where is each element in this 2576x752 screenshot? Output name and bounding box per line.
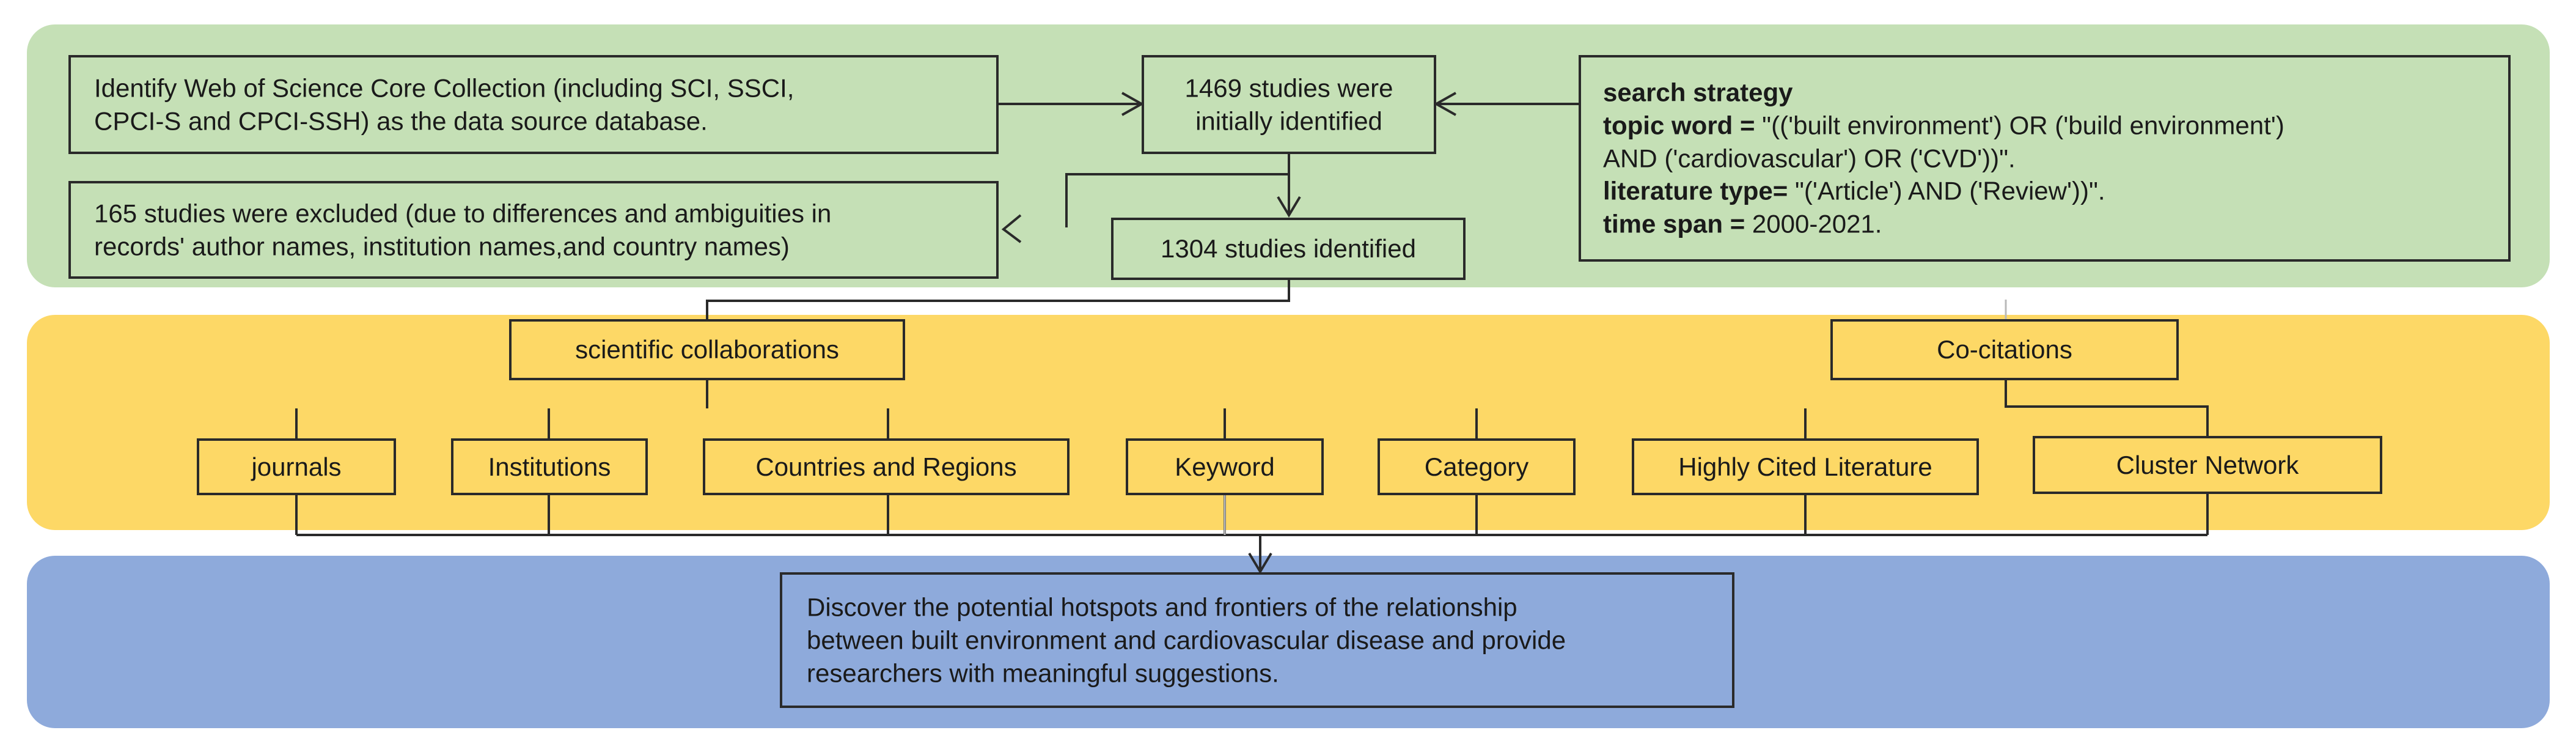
excluded-studies-box: 165 studies were excluded (due to differ… (68, 181, 999, 279)
journals-label: journals (251, 452, 342, 481)
scientific-collaborations-box: scientific collaborations (509, 319, 905, 380)
excluded-studies-line2: records' author names, institution names… (94, 232, 790, 260)
topic-word-label: topic word = (1603, 111, 1755, 140)
topic-word-value-cont: AND ('cardiovascular') OR ('CVD'))". (1603, 144, 2016, 173)
category-label: Category (1424, 452, 1529, 481)
excluded-studies-line1: 165 studies were excluded (due to differ… (94, 199, 832, 228)
countries-regions-label: Countries and Regions (755, 452, 1017, 481)
search-strategy-title: search strategy (1603, 78, 1793, 107)
institutions-box: Institutions (451, 438, 648, 495)
connector-identified-to-collaborations (706, 279, 1290, 321)
time-span-label: time span = (1603, 209, 1745, 238)
keyword-box: Keyword (1126, 438, 1324, 495)
data-source-box: Identify Web of Science Core Collection … (68, 55, 999, 154)
journals-box: journals (197, 438, 396, 495)
scientific-collaborations-label: scientific collaborations (575, 335, 839, 364)
highly-cited-literature-label: Highly Cited Literature (1678, 452, 1932, 481)
cluster-network-label: Cluster Network (2116, 450, 2299, 479)
search-strategy-box: search strategy topic word = "(('built e… (1579, 55, 2511, 262)
arrowhead (1248, 552, 1272, 574)
co-citations-label: Co-citations (1937, 335, 2072, 364)
keyword-label: Keyword (1175, 452, 1275, 481)
identified-studies-box: 1304 studies identified (1111, 218, 1466, 280)
arrowhead-excluded (1001, 214, 1022, 243)
data-source-text-line1: Identify Web of Science Core Collection … (94, 73, 794, 103)
initial-studies-line2: initially identified (1195, 106, 1382, 135)
co-citations-box: Co-citations (1830, 319, 2179, 380)
identified-studies-label: 1304 studies identified (1161, 234, 1416, 264)
data-source-text-line2: CPCI-S and CPCI-SSH) as the data source … (94, 106, 708, 135)
cluster-network-box: Cluster Network (2033, 436, 2382, 494)
countries-regions-box: Countries and Regions (703, 438, 1070, 495)
literature-type-value: "('Article') AND ('Review'))". (1788, 176, 2105, 205)
arrowhead (1433, 92, 1456, 116)
outcome-box: Discover the potential hotspots and fron… (780, 572, 1734, 708)
time-span-value: 2000-2021. (1745, 209, 1882, 238)
arrowhead (1277, 196, 1301, 218)
initial-studies-box: 1469 studies were initially identified (1142, 55, 1436, 154)
category-box: Category (1378, 438, 1576, 495)
literature-type-label: literature type= (1603, 176, 1788, 205)
initial-studies-line1: 1469 studies were (1184, 73, 1393, 103)
outcome-line1: Discover the potential hotspots and fron… (807, 592, 1517, 622)
topic-word-value: "(('built environment') OR ('build envir… (1755, 111, 2284, 140)
institutions-label: Institutions (488, 452, 611, 481)
connector-excluded-branch (1065, 173, 1289, 227)
highly-cited-literature-box: Highly Cited Literature (1632, 438, 1979, 495)
outcome-line2: between built environment and cardiovasc… (807, 625, 1566, 655)
outcome-line3: researchers with meaningful suggestions. (807, 658, 1279, 687)
